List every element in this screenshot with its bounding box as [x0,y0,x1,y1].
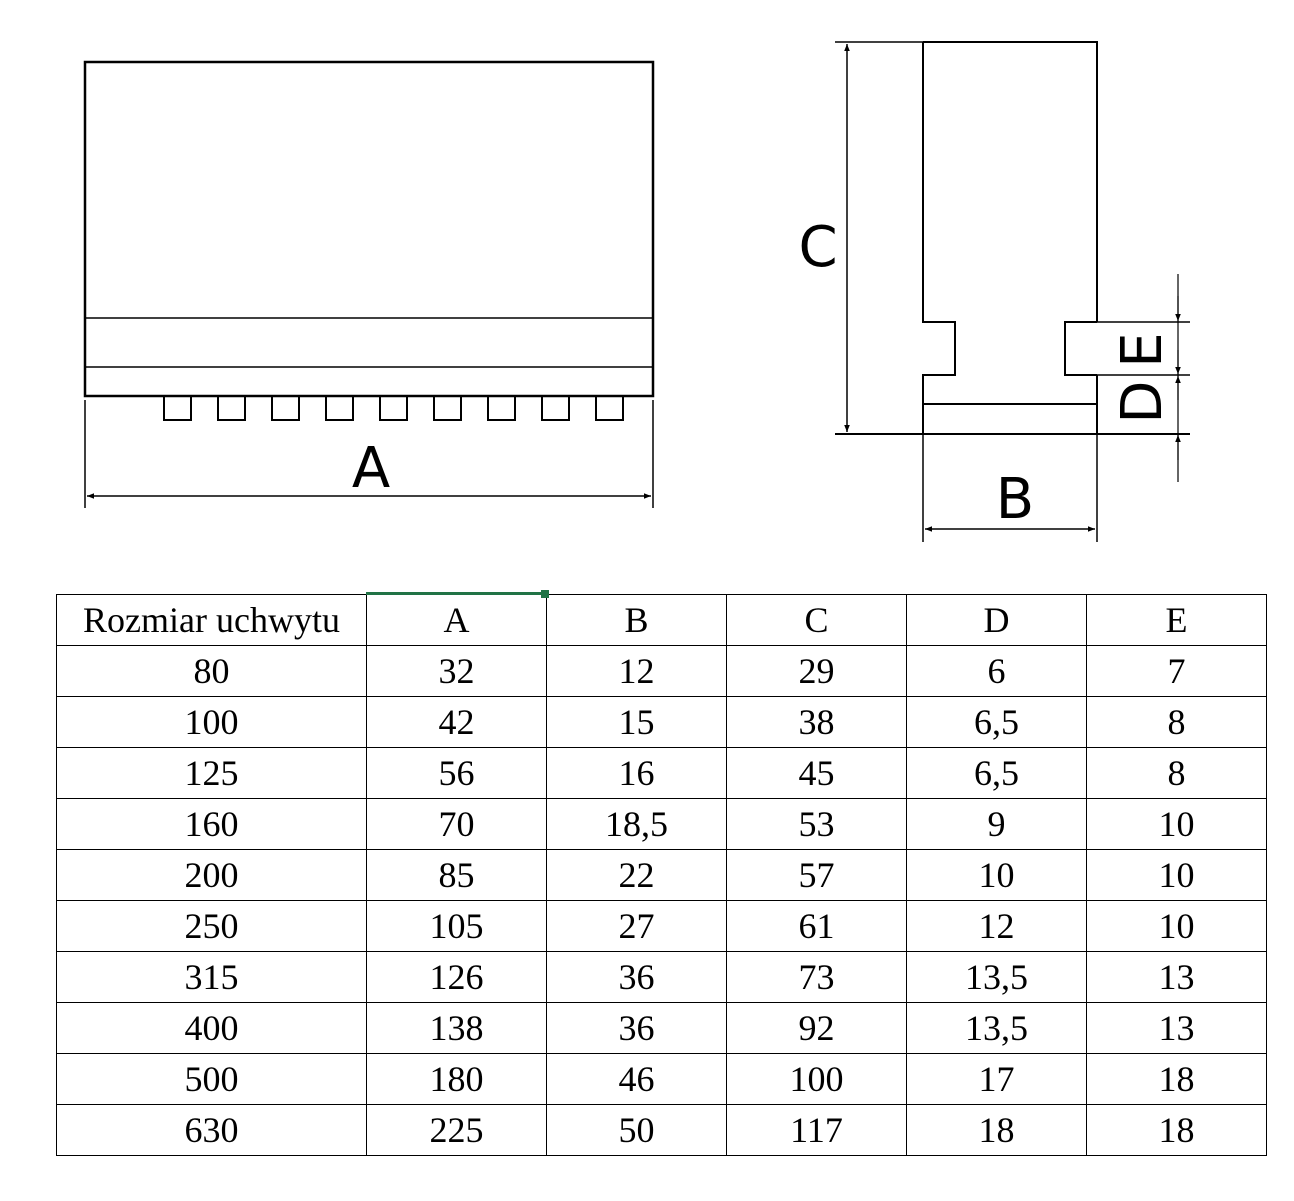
dimension-cell[interactable]: 126 [366,951,547,1003]
dimension-cell[interactable]: 92 [726,1002,907,1054]
dimension-cell[interactable]: 10 [906,849,1087,901]
dimension-cell[interactable]: 100 [726,1053,907,1105]
dimension-cell[interactable]: 8 [1086,747,1267,799]
dimension-cell[interactable]: 53 [726,798,907,850]
header-cell[interactable]: D [906,594,1087,646]
dimension-cell[interactable]: 73 [726,951,907,1003]
dimension-cell[interactable]: 138 [366,1002,547,1054]
dimension-cell[interactable]: 22 [546,849,727,901]
dimension-cell[interactable]: 6,5 [906,696,1087,748]
dimension-cell[interactable]: 6 [906,645,1087,697]
dimension-cell[interactable]: 17 [906,1053,1087,1105]
dimension-label-e: E [1110,332,1175,367]
cell-selection-border [366,592,546,595]
dimension-cell[interactable]: 38 [726,696,907,748]
chuck-size-cell[interactable]: 500 [56,1053,367,1105]
jaw-body-outline [83,60,655,398]
dimension-label-a: A [352,436,390,501]
dimension-cell[interactable]: 45 [726,747,907,799]
chuck-size-cell[interactable]: 100 [56,696,367,748]
dimension-label-b: B [996,467,1034,532]
front-view [83,60,655,508]
dimension-cell[interactable]: 12 [546,645,727,697]
side-view [835,41,1190,542]
dimension-label-d: D [1110,380,1175,423]
dimension-cell[interactable]: 10 [1086,900,1267,952]
dimension-cell[interactable]: 61 [726,900,907,952]
header-cell[interactable]: B [546,594,727,646]
chuck-size-cell[interactable]: 315 [56,951,367,1003]
dimension-cell[interactable]: 70 [366,798,547,850]
header-cell[interactable]: C [726,594,907,646]
dimension-cell[interactable]: 16 [546,747,727,799]
dimension-cell[interactable]: 8 [1086,696,1267,748]
chuck-size-cell[interactable]: 125 [56,747,367,799]
dimension-cell[interactable]: 10 [1086,798,1267,850]
chuck-size-cell[interactable]: 160 [56,798,367,850]
dimension-cell[interactable]: 57 [726,849,907,901]
dimension-cell[interactable]: 105 [366,900,547,952]
dimension-cell[interactable]: 18,5 [546,798,727,850]
dimension-cell[interactable]: 9 [906,798,1087,850]
fill-handle[interactable] [541,590,549,598]
chuck-size-cell[interactable]: 630 [56,1104,367,1156]
dimension-cell[interactable]: 13 [1086,1002,1267,1054]
dimension-cell[interactable]: 12 [906,900,1087,952]
header-cell[interactable]: E [1086,594,1267,646]
chuck-size-cell[interactable]: 250 [56,900,367,952]
dimension-cell[interactable]: 29 [726,645,907,697]
dimension-cell[interactable]: 50 [546,1104,727,1156]
dimension-cell[interactable]: 13,5 [906,1002,1087,1054]
dimension-cell[interactable]: 56 [366,747,547,799]
header-cell[interactable]: Rozmiar uchwytu [56,594,367,646]
dimension-cell[interactable]: 46 [546,1053,727,1105]
dimension-cell[interactable]: 27 [546,900,727,952]
dimension-cell[interactable]: 18 [906,1104,1087,1156]
dimension-cell[interactable]: 10 [1086,849,1267,901]
dimension-cell[interactable]: 117 [726,1104,907,1156]
dimension-cell[interactable]: 180 [366,1053,547,1105]
chuck-size-cell[interactable]: 200 [56,849,367,901]
dimension-label-c: C [798,215,837,280]
dimension-cell[interactable]: 18 [1086,1053,1267,1105]
serration-teeth [85,395,653,421]
dimension-cell[interactable]: 36 [546,1002,727,1054]
header-cell[interactable]: A [366,594,547,646]
dimension-cell[interactable]: 13 [1086,951,1267,1003]
dimension-cell[interactable]: 13,5 [906,951,1087,1003]
dimension-cell[interactable]: 85 [366,849,547,901]
dimension-cell[interactable]: 32 [366,645,547,697]
chuck-size-cell[interactable]: 80 [56,645,367,697]
dimension-cell[interactable]: 7 [1086,645,1267,697]
dimension-cell[interactable]: 225 [366,1104,547,1156]
tenon-right [1064,321,1097,376]
dimension-cell[interactable]: 36 [546,951,727,1003]
dimension-cell[interactable]: 42 [366,696,547,748]
dimension-cell[interactable]: 18 [1086,1104,1267,1156]
dimension-cell[interactable]: 6,5 [906,747,1087,799]
chuck-size-cell[interactable]: 400 [56,1002,367,1054]
technical-drawing: A C B E D [83,41,1190,542]
dimension-cell[interactable]: 15 [546,696,727,748]
